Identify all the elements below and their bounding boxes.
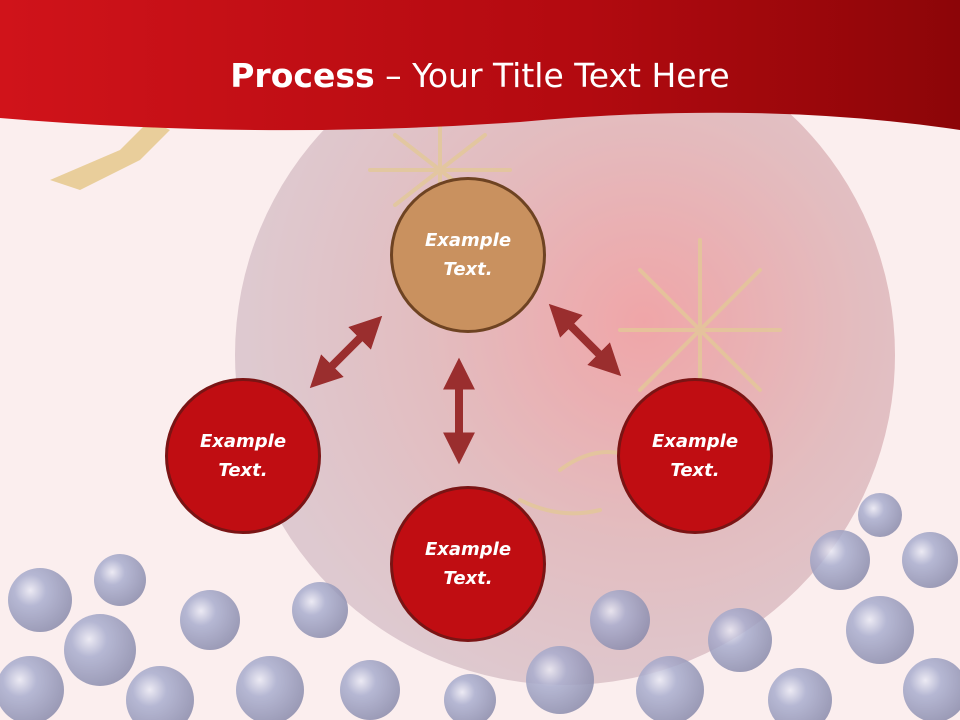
node-bottom-label: Example Text. bbox=[424, 539, 512, 589]
node-bottom: Example Text. bbox=[390, 486, 546, 642]
slide-title: Process – Your Title Text Here bbox=[0, 54, 960, 98]
arrow-top-right bbox=[548, 303, 622, 377]
title-bold: Process bbox=[230, 56, 375, 95]
node-top-label: Example Text. bbox=[424, 230, 512, 280]
title-separator: – bbox=[374, 56, 413, 95]
node-left-label: Example Text. bbox=[199, 431, 287, 481]
title-rest: Your Title Text Here bbox=[412, 56, 730, 95]
node-right: Example Text. bbox=[617, 378, 773, 534]
node-right-label: Example Text. bbox=[651, 431, 739, 481]
node-left: Example Text. bbox=[165, 378, 321, 534]
node-top: Example Text. bbox=[390, 177, 546, 333]
arrow-top-left bbox=[309, 315, 383, 389]
